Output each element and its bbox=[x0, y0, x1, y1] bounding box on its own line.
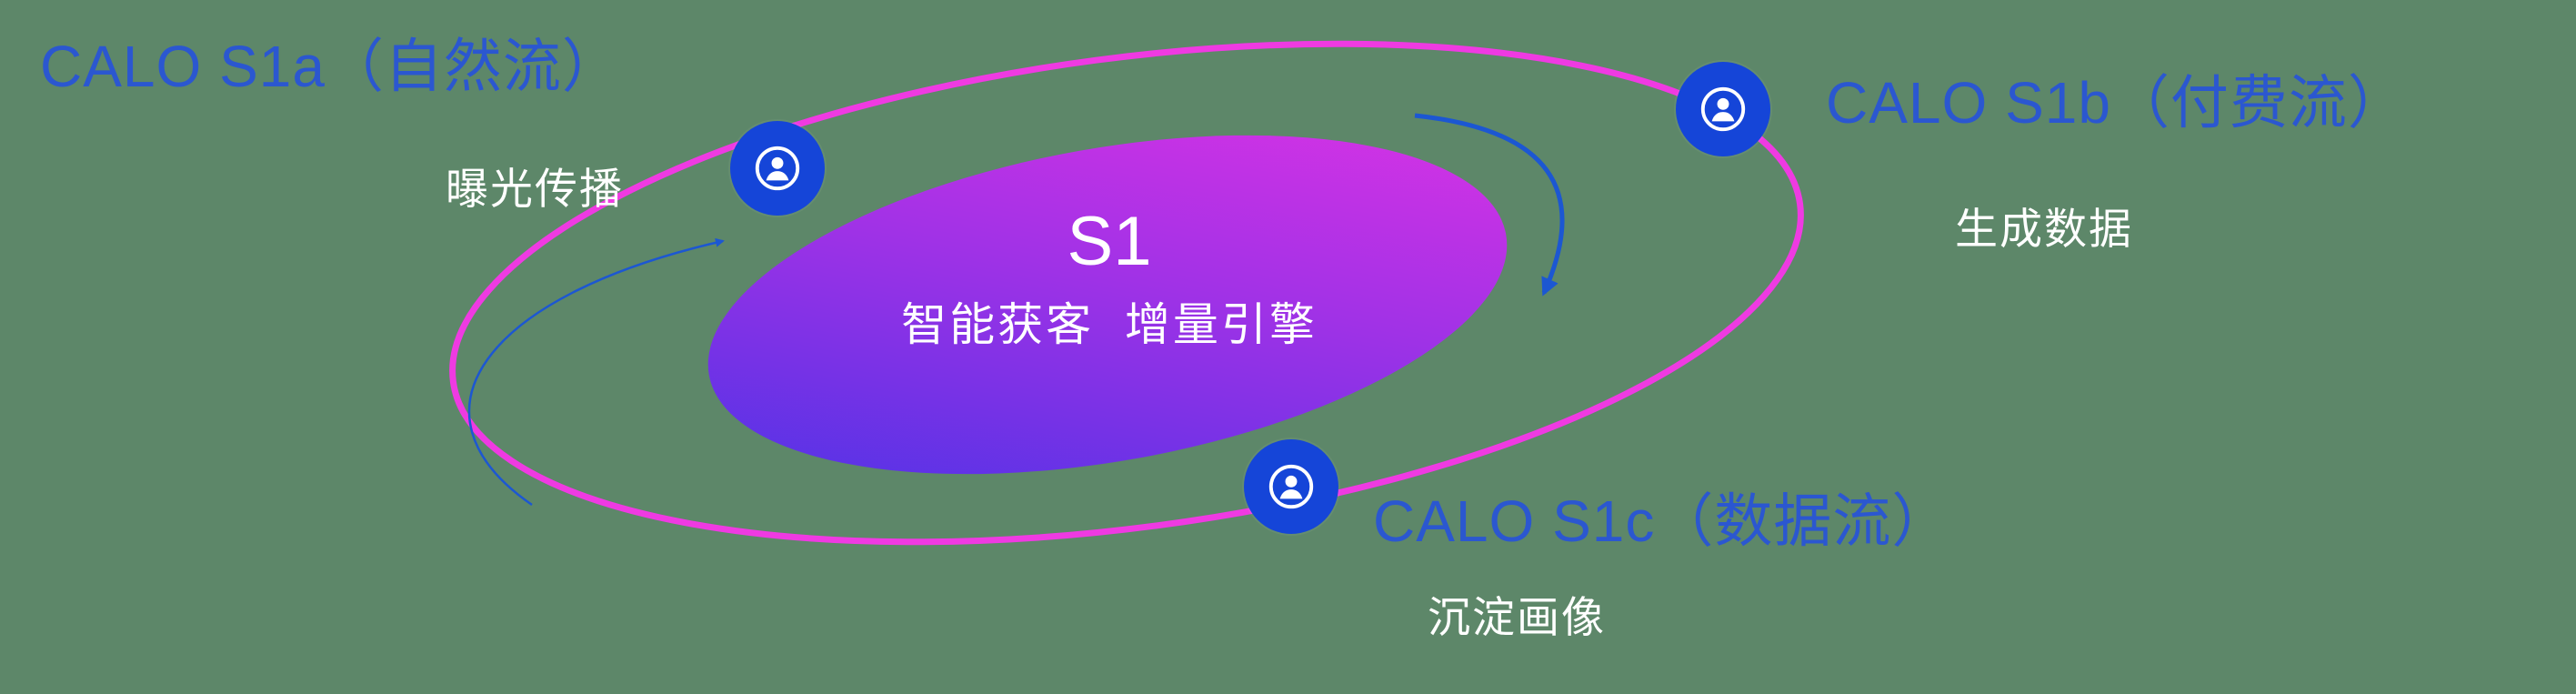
orbit-node-s1c bbox=[1244, 439, 1338, 534]
core-label-group: S1 智能获客 增量引擎 bbox=[823, 202, 1396, 354]
flow-arrow-right bbox=[1414, 113, 1565, 297]
orbit-ring bbox=[449, 40, 1804, 546]
core-subtitle: 智能获客 增量引擎 bbox=[901, 299, 1318, 351]
core-title: S1 bbox=[1067, 203, 1152, 280]
flow-arrow-left bbox=[467, 237, 725, 507]
label-s1a-subtitle: 曝光传播 bbox=[446, 165, 624, 213]
label-s1b-title: CALO S1b（付费流） bbox=[1826, 70, 2407, 136]
label-s1a-title: CALO S1a（自然流） bbox=[40, 34, 621, 99]
core-ellipse bbox=[707, 135, 1508, 475]
user-icon bbox=[1268, 464, 1314, 509]
user-icon bbox=[755, 146, 800, 191]
label-s1c-subtitle: 沉淀画像 bbox=[1428, 593, 1606, 641]
label-s1c-title: CALO S1c（数据流） bbox=[1373, 488, 1951, 554]
orbit-node-s1b bbox=[1676, 62, 1770, 156]
orbit-node-s1a bbox=[730, 121, 825, 216]
user-icon bbox=[1700, 86, 1746, 132]
label-s1b-subtitle: 生成数据 bbox=[1955, 205, 2133, 253]
